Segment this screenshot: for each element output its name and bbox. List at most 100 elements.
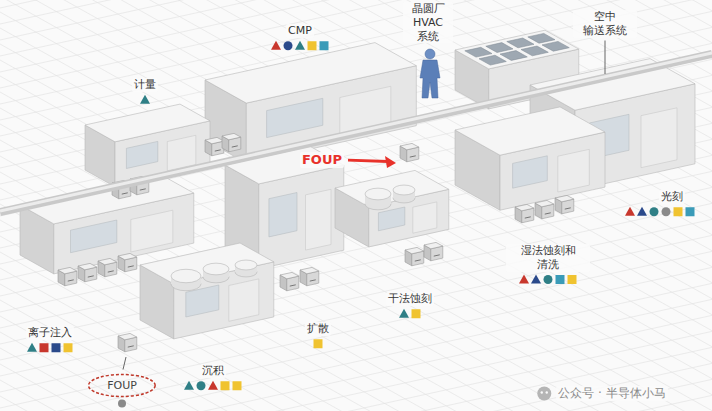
triangle-symbol (399, 309, 409, 318)
foup-handle (122, 193, 128, 194)
machine-top (118, 333, 137, 339)
grid-line (0, 347, 712, 411)
machine-window (378, 207, 404, 231)
circle-symbol (197, 381, 206, 390)
wechat-icon-dot (541, 391, 543, 393)
machine-panel (413, 202, 437, 233)
grid-line (0, 0, 712, 379)
technician (420, 49, 440, 98)
machine-window (126, 141, 157, 168)
machine-top (205, 137, 224, 143)
circle-symbol (284, 41, 293, 50)
machine-top (118, 253, 137, 259)
machine-top (424, 242, 443, 248)
fan-filter-unit (528, 33, 555, 43)
grid-line (0, 0, 712, 331)
foup-pod (78, 263, 97, 281)
machine-top (300, 267, 319, 273)
foup-pod (58, 267, 77, 285)
grid-line (0, 60, 712, 411)
machine-top (280, 272, 299, 278)
grid-line (0, 0, 712, 219)
machine-window (71, 220, 117, 253)
machine-top (555, 195, 574, 201)
grid-line (0, 0, 712, 363)
square-symbol (314, 339, 323, 348)
machine-window (269, 193, 297, 237)
watermark: 公众号 · 半导体小马 (556, 386, 667, 401)
machine-top (98, 258, 117, 264)
foup-pod (400, 143, 419, 161)
process-chamber (393, 185, 415, 203)
chamber-top (365, 188, 391, 200)
process-symbols (27, 41, 695, 390)
grid-line (0, 0, 712, 395)
foup-pod (535, 200, 554, 218)
square-symbol (40, 343, 49, 352)
grid-line (0, 0, 712, 299)
fan-filter-unit (542, 41, 569, 51)
machine-top (140, 243, 274, 284)
grid-line (0, 0, 712, 8)
machine-top (335, 170, 449, 207)
fan-filter-unit (486, 43, 513, 53)
machine-panel (306, 189, 332, 250)
triangle-symbol (531, 275, 541, 284)
grid-line (0, 12, 712, 411)
grid-line (0, 172, 712, 411)
chamber-top (393, 185, 415, 195)
machine-top (455, 107, 605, 155)
callout-arrow (348, 160, 388, 161)
foup-pod (405, 247, 424, 265)
equipment-label: 空中 输送系统 (573, 10, 637, 38)
grid-line (0, 171, 712, 328)
foup-pod (98, 258, 117, 276)
square-symbol (686, 207, 695, 216)
triangle-symbol (27, 343, 37, 352)
machine-top (78, 263, 97, 269)
foup-callout: FOUP (300, 152, 344, 168)
grid-line (0, 0, 712, 315)
grid-line (0, 348, 712, 411)
foup-handle (545, 213, 551, 214)
grid-line (0, 123, 712, 280)
wechat-icon (537, 387, 551, 401)
foup-handle (434, 255, 440, 256)
grid-line (0, 219, 712, 376)
foup-pod (424, 242, 443, 260)
machine-top (515, 204, 534, 210)
metrology-tool (85, 104, 210, 187)
foup-handle (128, 346, 134, 347)
machine-top (455, 30, 579, 69)
circle-symbol (650, 207, 659, 216)
process-chamber (203, 263, 229, 283)
callout-arrowhead (385, 156, 396, 168)
equipment-label: 干法蚀刻 (386, 292, 434, 306)
grid-line (0, 188, 712, 411)
grid-line (0, 0, 712, 283)
square-symbol (233, 381, 242, 390)
triangle-symbol (140, 95, 150, 104)
foup-pod (205, 137, 224, 155)
square-symbol (308, 41, 317, 50)
grid-line (0, 364, 712, 411)
grid-line (0, 332, 712, 411)
grid-line (0, 251, 712, 408)
triangle-symbol (271, 41, 281, 50)
machine-panel (229, 279, 259, 321)
foup-handle (310, 280, 316, 281)
square-symbol (568, 275, 577, 284)
foup-handle (232, 146, 238, 147)
machine-top (400, 143, 419, 149)
foup-handle (565, 208, 571, 209)
node-text: FOUP (87, 379, 157, 392)
fan-filter-unit (507, 38, 534, 48)
triangle-symbol (637, 207, 647, 216)
foup-handle (525, 217, 531, 218)
technician-body (420, 60, 440, 98)
dry-etch-tool (335, 170, 449, 247)
leader-line (605, 41, 606, 75)
foup-pod (515, 204, 534, 222)
